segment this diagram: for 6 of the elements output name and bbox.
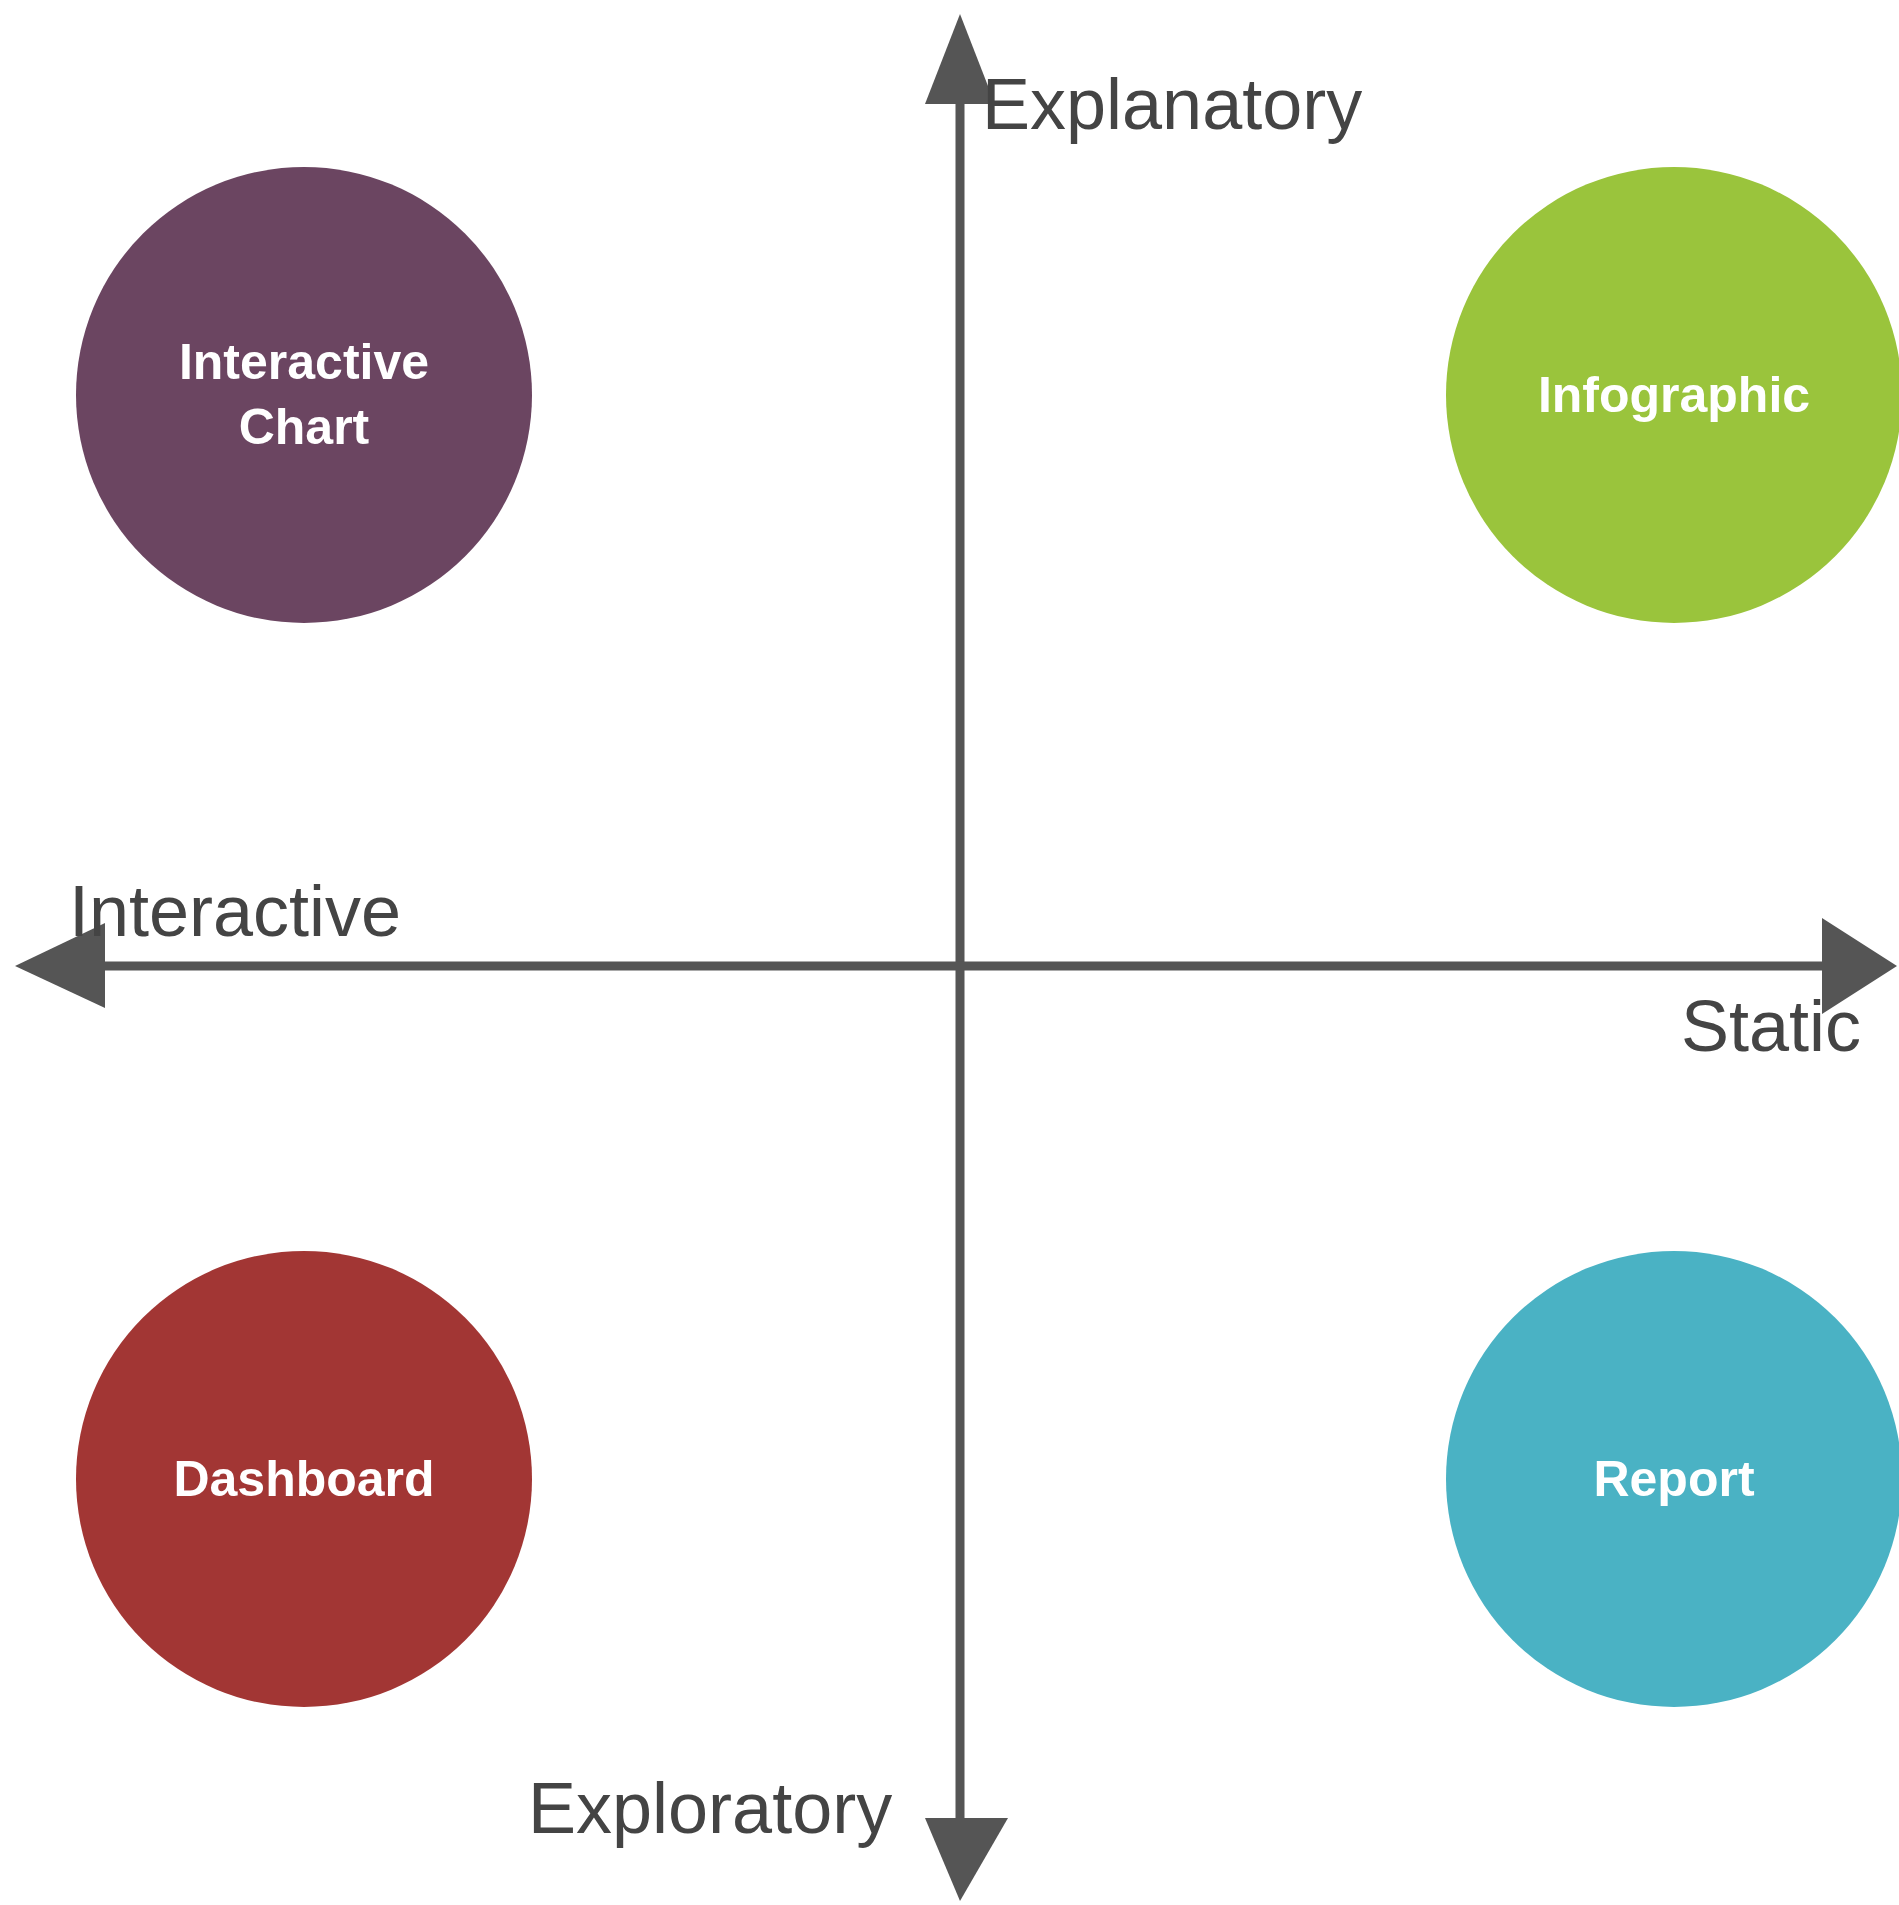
axis-label: Static [1680,990,1861,1062]
category-label: Report [1592,1449,1756,1509]
category-label: Infographic [1536,365,1812,425]
category-label: Interactive Chart [177,333,431,457]
category-label: Dashboard [172,1449,436,1509]
axis-label: Interactive [69,875,402,947]
